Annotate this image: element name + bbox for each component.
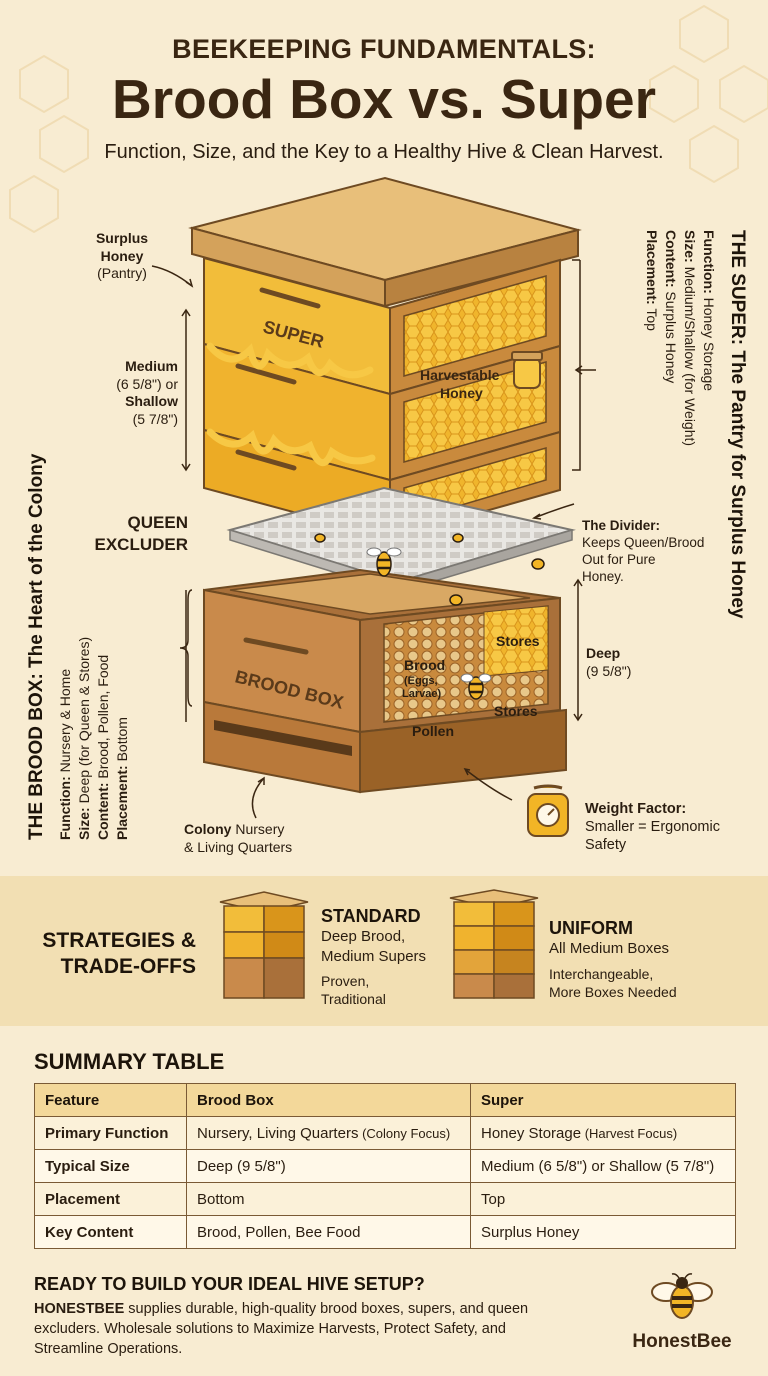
uniform-strategy: UNIFORM All Medium Boxes Interchangeable… <box>549 918 677 1000</box>
brood-detail-1: (Eggs, <box>404 675 438 687</box>
strategies-title: STRATEGIES & TRADE-OFFS <box>42 929 196 979</box>
column-header: Super <box>470 1083 736 1117</box>
queen-excluder-callout: QUEEN EXCLUDER <box>94 513 188 555</box>
brood-side-title: THE BROOD BOX: The Heart of the Colony <box>26 453 47 840</box>
dimension-markers <box>151 259 596 819</box>
table-header-row: Feature Brood Box Super <box>34 1083 736 1117</box>
super-side-title: THE SUPER: The Pantry for Surplus Honey <box>727 230 748 619</box>
stores-label-bottom: Stores <box>494 703 538 719</box>
surplus-honey-callout: Surplus Honey (Pantry) <box>95 230 149 281</box>
brood-label: Brood <box>404 657 445 673</box>
super-side-facts: Function: Honey Storage Size: Medium/Sha… <box>644 230 717 447</box>
uniform-hive-icon <box>449 889 539 999</box>
summary-title: SUMMARY TABLE <box>34 1049 225 1074</box>
stores-label-top: Stores <box>496 633 540 649</box>
brand-logo: HonestBee <box>618 1272 746 1353</box>
bee-logo-icon <box>651 1273 713 1319</box>
standard-hive-icon <box>219 891 309 999</box>
bee-icon <box>314 533 545 606</box>
header: BEEKEEPING FUNDAMENTALS: Brood Box vs. S… <box>0 34 768 164</box>
strategies-section: STRATEGIES & TRADE-OFFS STANDARD Deep Br… <box>0 876 768 1026</box>
column-header: Feature <box>34 1083 187 1117</box>
colony-callout: Colony Nursery & Living Quarters <box>184 821 293 855</box>
cta-title: READY TO BUILD YOUR IDEAL HIVE SETUP? <box>34 1274 425 1294</box>
cta-body: HONESTBEE supplies durable, high-quality… <box>34 1301 529 1357</box>
harvestable-honey-line1: Harvestable <box>420 367 500 383</box>
summary-table: Feature Brood Box Super Primary Function… <box>34 1083 736 1249</box>
brood-detail-2: Larvae) <box>402 688 441 700</box>
pollen-label: Pollen <box>412 723 454 739</box>
page-subtitle: Function, Size, and the Key to a Healthy… <box>104 140 664 163</box>
standard-strategy: STANDARD Deep Brood, Medium Supers Prove… <box>321 906 427 1008</box>
table-row: Placement Bottom Top <box>34 1182 736 1216</box>
super-size-callout: Medium (6 5/8") or Shallow (5 7/8") <box>116 358 178 427</box>
bee-icon <box>366 547 402 577</box>
bee-icon <box>460 673 492 700</box>
brand-name: HonestBee <box>632 1331 732 1352</box>
divider-callout: The Divider: Keeps Queen/Brood Out for P… <box>582 518 705 584</box>
table-row: Primary Function Nursery, Living Quarter… <box>34 1116 736 1150</box>
weight-callout: Weight Factor: Smaller = Ergonomic Safet… <box>585 801 720 854</box>
harvestable-honey-line2: Honey <box>440 385 483 401</box>
table-row: Key Content Brood, Pollen, Bee Food Surp… <box>34 1215 736 1249</box>
deep-size-callout: Deep (9 5/8") <box>586 645 632 679</box>
brood-side-panel: THE BROOD BOX: The Heart of the Colony F… <box>26 453 130 840</box>
table-row: Typical Size Deep (9 5/8") Medium (6 5/8… <box>34 1149 736 1183</box>
super-side-panel: THE SUPER: The Pantry for Surplus Honey … <box>642 230 748 619</box>
brood-box <box>203 568 567 794</box>
column-header: Brood Box <box>186 1083 471 1117</box>
scale-icon <box>527 784 569 837</box>
eyebrow-title: BEEKEEPING FUNDAMENTALS: <box>172 34 596 64</box>
hive-lid <box>188 176 582 308</box>
brood-side-facts: Function: Nursery & Home Size: Deep (for… <box>57 636 130 840</box>
hive-diagram: SUPER Harvestable Honey BROOD BOX <box>151 176 596 837</box>
page-title: Brood Box vs. Super <box>112 68 656 130</box>
